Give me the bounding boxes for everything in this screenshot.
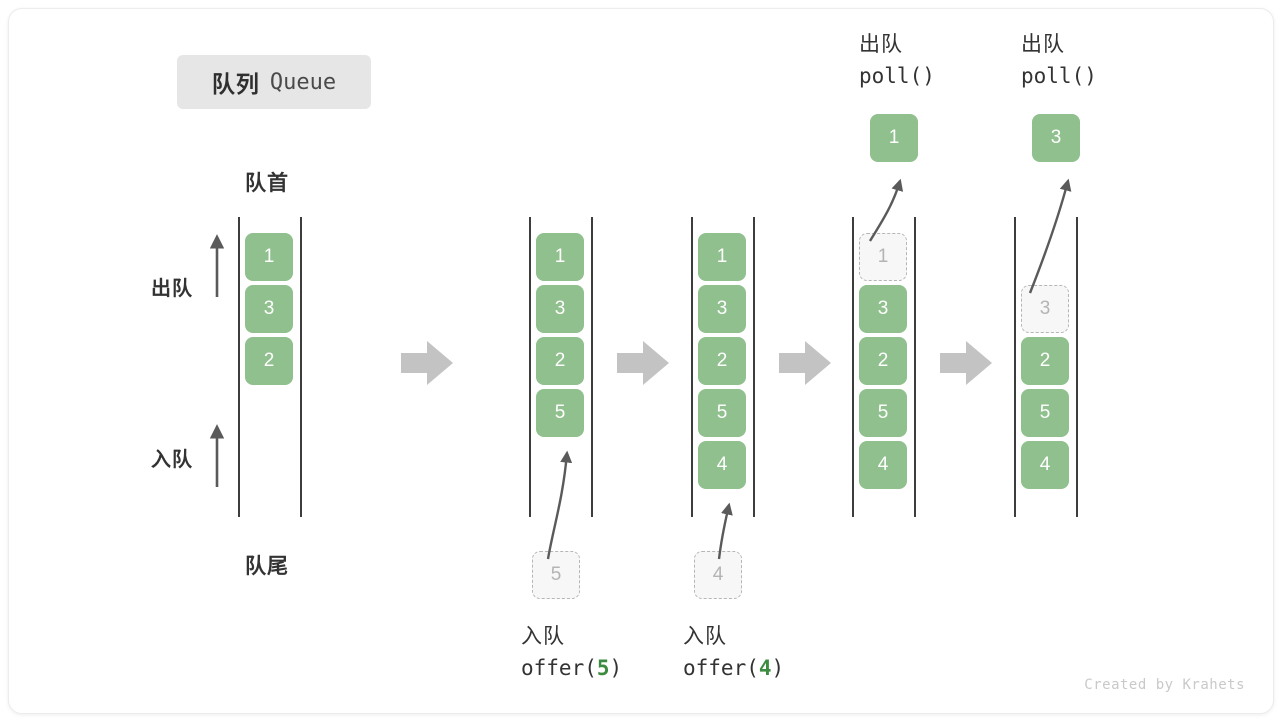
title-badge: 队列 Queue (177, 55, 371, 109)
queue-cell: 4 (698, 441, 746, 489)
incoming-ghost-cell: 5 (532, 551, 580, 599)
queue-cell: 5 (859, 389, 907, 437)
rail-left (529, 217, 531, 517)
step-offer-5: 1 3 2 5 5 入队 offer(5) (521, 9, 722, 713)
label-dequeue-side: 出队 (151, 278, 193, 300)
queue-cell: 5 (1021, 389, 1069, 437)
queue-cell: 3 (536, 285, 584, 333)
label-enqueue-side: 入队 (151, 449, 193, 471)
label-rear: 队尾 (245, 555, 289, 578)
caption-cn: 入队 (521, 625, 565, 648)
caption-code: offer(4) (683, 655, 785, 680)
caption-cn: 入队 (683, 625, 727, 648)
queue-cell: 2 (536, 337, 584, 385)
rail-left (852, 217, 854, 517)
queue-cell: 2 (698, 337, 746, 385)
queue-cell: 5 (536, 389, 584, 437)
caption-offer-5: 入队 offer(5) (521, 621, 622, 684)
step-initial: 1 3 2 (231, 9, 431, 713)
rail-right (914, 217, 916, 517)
queue-cell: 3 (698, 285, 746, 333)
caption-cn: 出队 (859, 33, 903, 56)
rail-right (753, 217, 755, 517)
queue-cell: 2 (245, 337, 293, 385)
rail-right (591, 217, 593, 517)
caption-poll-1: 出队 poll() (859, 29, 935, 92)
title-cn: 队列 (211, 71, 260, 97)
queue-cell: 1 (536, 233, 584, 281)
caption-cn: 出队 (1021, 33, 1065, 56)
credit-text: Created by Krahets (1084, 677, 1245, 693)
caption-code: poll() (1021, 63, 1097, 88)
title-en: Queue (269, 69, 337, 95)
rail-left (1014, 217, 1016, 517)
rail-right (1076, 217, 1078, 517)
caption-offer-4: 入队 offer(4) (683, 621, 784, 684)
popped-cell: 3 (1032, 114, 1080, 162)
queue-cell-ghost: 3 (1021, 285, 1069, 333)
rail-left (238, 217, 240, 517)
rail-left (691, 217, 693, 517)
step-poll-3: 3 2 5 4 3 出队 poll() (1007, 9, 1207, 713)
step-poll-1: 1 3 2 5 4 1 出队 poll() (845, 9, 1045, 713)
step-offer-4: 1 3 2 5 4 4 入队 offer(4) (683, 9, 884, 713)
queue-cell: 3 (245, 285, 293, 333)
rail-right (300, 217, 302, 517)
queue-cell: 1 (698, 233, 746, 281)
caption-code: poll() (859, 63, 935, 88)
caption-poll-3: 出队 poll() (1021, 29, 1097, 92)
caption-code: offer(5) (521, 655, 623, 680)
queue-cell: 4 (859, 441, 907, 489)
queue-cell: 3 (859, 285, 907, 333)
queue-cell: 4 (1021, 441, 1069, 489)
popped-cell: 1 (870, 114, 918, 162)
queue-cell: 2 (859, 337, 907, 385)
incoming-ghost-cell: 4 (694, 551, 742, 599)
queue-cell: 5 (698, 389, 746, 437)
queue-cell: 1 (245, 233, 293, 281)
diagram-card: 队列 Queue 队首 队尾 出队 入队 1 3 2 1 3 2 5 5 入队 … (8, 8, 1274, 714)
label-front: 队首 (245, 172, 289, 195)
queue-cell: 2 (1021, 337, 1069, 385)
queue-cell-ghost: 1 (859, 233, 907, 281)
